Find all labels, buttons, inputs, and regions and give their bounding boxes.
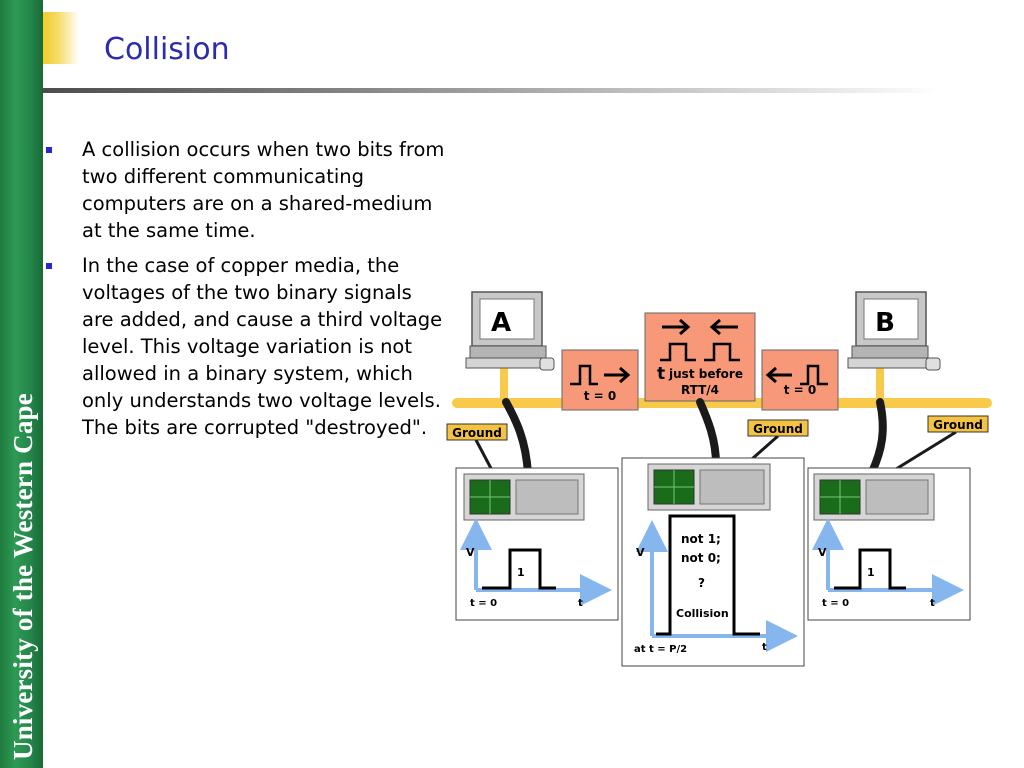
computer-a-label: A (491, 308, 511, 338)
unknown-level-label: ? (698, 576, 705, 590)
oscilloscope-center-panel: V not 1; not 0; ? Collision at t = P/2 t (621, 457, 805, 667)
axis-t-label: t (930, 598, 935, 609)
bullet-text: In the case of copper media, the voltage… (82, 254, 443, 439)
computer-b-icon: B (847, 291, 941, 371)
at-time-label: at t = P/2 (634, 644, 687, 655)
computer-b-drop-cable (876, 368, 884, 400)
axis-v-label: V (466, 546, 475, 559)
bullet-text: A collision occurs when two bits from tw… (82, 138, 445, 242)
ground-text: Ground (933, 418, 983, 432)
ground-label-right: Ground (927, 415, 989, 433)
pulse-right-label: t = 0 (784, 383, 817, 397)
computer-a-icon: A (465, 291, 555, 371)
axis-v-label: V (818, 546, 827, 559)
pulse-level-label: 1 (517, 566, 525, 579)
bullet-square-icon (46, 263, 52, 269)
oscilloscope-left-panel: V 1 t = 0 t (455, 467, 619, 621)
sidebar: University of the Western Cape (0, 0, 43, 768)
pulse-right-box: t = 0 (761, 349, 839, 411)
bullet-square-icon (46, 147, 52, 153)
probe-cable-center (696, 398, 720, 468)
ground-label-left: Ground (446, 423, 508, 441)
probe-cable-right (868, 398, 887, 476)
collision-timing-box: t just before RTT/4 (644, 312, 756, 402)
ground-label-center: Ground (747, 419, 809, 437)
not-0-label: not 0; (681, 551, 721, 565)
title-accent-bar (43, 12, 79, 64)
ground-text: Ground (753, 422, 803, 436)
probe-cable-left (502, 398, 532, 478)
ground-wire-right (887, 430, 957, 476)
axis-t0-label: t = 0 (470, 598, 497, 609)
collision-label: Collision (676, 607, 729, 620)
pulse-left-box: t = 0 (561, 349, 639, 411)
ground-text: Ground (452, 426, 502, 440)
axis-t-label: t (578, 598, 583, 609)
not-1-label: not 1; (681, 532, 721, 546)
slide-title: Collision (104, 32, 230, 67)
center-just-before-label: just before (668, 367, 743, 381)
computer-b-label: B (875, 308, 895, 338)
oscilloscope-right-panel: V 1 t = 0 t (807, 467, 971, 621)
bullet-list: A collision occurs when two bits from tw… (46, 136, 446, 449)
bullet-item: In the case of copper media, the voltage… (46, 252, 446, 441)
center-t-label: t (657, 364, 665, 384)
center-rtt-label: RTT/4 (681, 383, 719, 397)
axis-v-label: V (636, 546, 645, 559)
sidebar-university-name: University of the Western Cape (8, 393, 38, 760)
pulse-left-label: t = 0 (584, 389, 617, 403)
collision-diagram: A B t = 0 t just before RTT/4 t = 0 (446, 291, 992, 667)
bullet-item: A collision occurs when two bits from tw… (46, 136, 446, 244)
computer-a-drop-cable (500, 368, 508, 400)
title-divider (43, 88, 943, 93)
axis-t0-label: t = 0 (822, 598, 849, 609)
pulse-level-label: 1 (867, 566, 875, 579)
axis-t-label: t (762, 642, 767, 653)
